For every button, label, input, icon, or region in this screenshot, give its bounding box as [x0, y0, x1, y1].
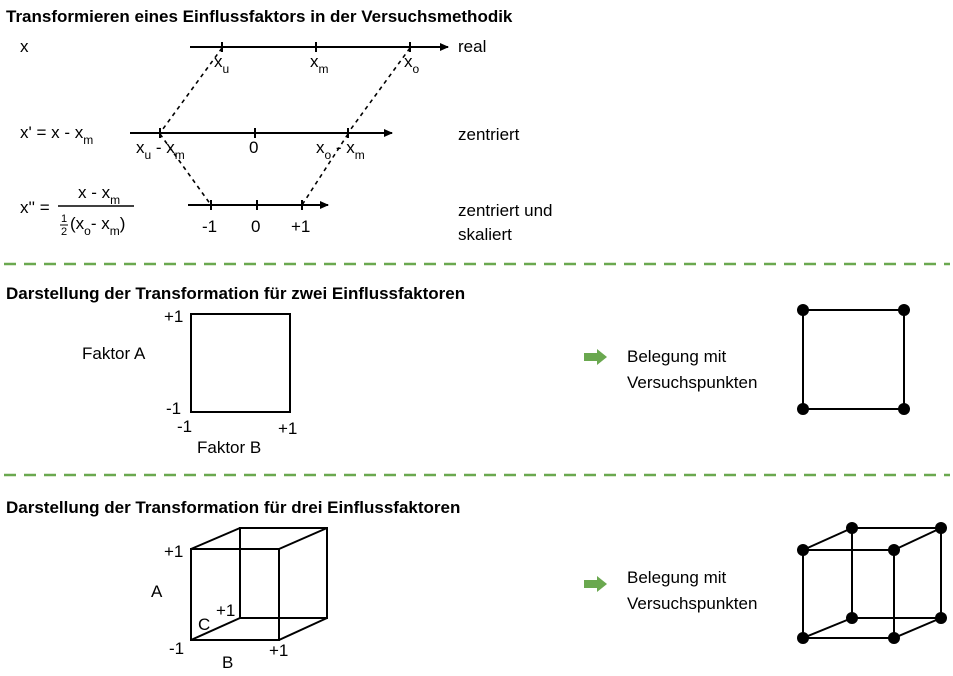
arrow-text-line2-3d: Versuchspunkten	[627, 594, 757, 613]
points-cube-edge-tr	[893, 527, 942, 551]
square-a-bottom: -1	[166, 399, 181, 418]
label-plus-one: +1	[291, 217, 310, 236]
cube-edge-tr	[278, 527, 328, 550]
cube-c-label: C	[198, 615, 210, 634]
cube-b-label: B	[222, 653, 233, 672]
label-zero-centered: 0	[249, 138, 258, 157]
arrow-text-line1-3d: Belegung mit	[627, 568, 727, 587]
cube-b-right: +1	[269, 641, 288, 660]
row-x-description: real	[458, 37, 486, 56]
map-xu-to-centered	[159, 47, 223, 134]
square-a-top: +1	[164, 307, 183, 326]
row-xdouble-numerator: x - xm	[78, 183, 120, 207]
point-bottom-left	[797, 403, 809, 415]
cube-edge-br	[278, 617, 328, 641]
label-xu-minus-xm: xu - xm	[136, 138, 185, 162]
map-xo-to-centered	[347, 47, 411, 134]
label-minus-one: -1	[202, 217, 217, 236]
label-xo: xo	[404, 52, 420, 76]
row-xdouble-description-1: zentriert und	[458, 201, 553, 220]
row-xdouble-description-2: skaliert	[458, 225, 512, 244]
cube-point-4	[888, 632, 900, 644]
cube-point-5	[846, 522, 858, 534]
cube-a-label: A	[151, 582, 163, 601]
section2-title: Darstellung der Transformation für zwei …	[6, 284, 465, 303]
square-factor-a: Faktor A	[82, 344, 146, 363]
cube-front-face	[190, 548, 280, 641]
cube-point-3	[797, 632, 809, 644]
arrow-text-line1: Belegung mit	[627, 347, 727, 366]
points-cube-edge-tl	[802, 527, 853, 551]
cube-edge-tl	[190, 527, 241, 550]
green-arrow-icon-2	[584, 576, 607, 592]
label-xm: xm	[310, 52, 329, 76]
cube-point-2	[888, 544, 900, 556]
points-square	[802, 309, 905, 410]
point-top-left	[797, 304, 809, 316]
cube-back-face	[239, 527, 328, 619]
label-xo-minus-xm: xo - xm	[316, 138, 365, 162]
points-cube-front	[802, 549, 895, 639]
cube-edge-bl	[190, 617, 241, 641]
square-b-left: -1	[177, 417, 192, 436]
cube-point-1	[797, 544, 809, 556]
map-centered-to-minus-one	[159, 133, 212, 206]
row-xprime-description: zentriert	[458, 125, 520, 144]
point-bottom-right	[898, 403, 910, 415]
cube-b-left: -1	[169, 639, 184, 658]
row-xdouble-lhs: x'' =	[20, 198, 50, 217]
cube-point-8	[935, 612, 947, 624]
row-x-variable: x	[20, 37, 29, 56]
factor-square	[190, 313, 291, 413]
green-arrow-icon	[584, 349, 607, 365]
arrow-text-line2: Versuchspunkten	[627, 373, 757, 392]
points-cube-back	[851, 527, 942, 619]
point-top-right	[898, 304, 910, 316]
row-xprime-formula: x' = x - xm	[20, 123, 93, 147]
section3-title: Darstellung der Transformation für drei …	[6, 498, 460, 517]
square-b-right: +1	[278, 419, 297, 438]
cube-point-7	[846, 612, 858, 624]
cube-point-6	[935, 522, 947, 534]
label-zero-scaled: 0	[251, 217, 260, 236]
half-numerator: 1	[61, 213, 67, 225]
points-cube-edge-br	[893, 617, 942, 639]
points-cube-edge-bl	[802, 617, 853, 639]
cube-a-top: +1	[164, 542, 183, 561]
row-xdouble-denominator: (xo- xm)	[70, 214, 125, 238]
cube-c-top: +1	[216, 601, 235, 620]
section1-title: Transformieren eines Einflussfaktors in …	[6, 7, 513, 26]
map-centered-to-plus-one	[301, 133, 349, 206]
label-xu: xu	[214, 52, 229, 76]
half-denominator: 2	[61, 226, 67, 238]
square-factor-b: Faktor B	[197, 438, 261, 457]
